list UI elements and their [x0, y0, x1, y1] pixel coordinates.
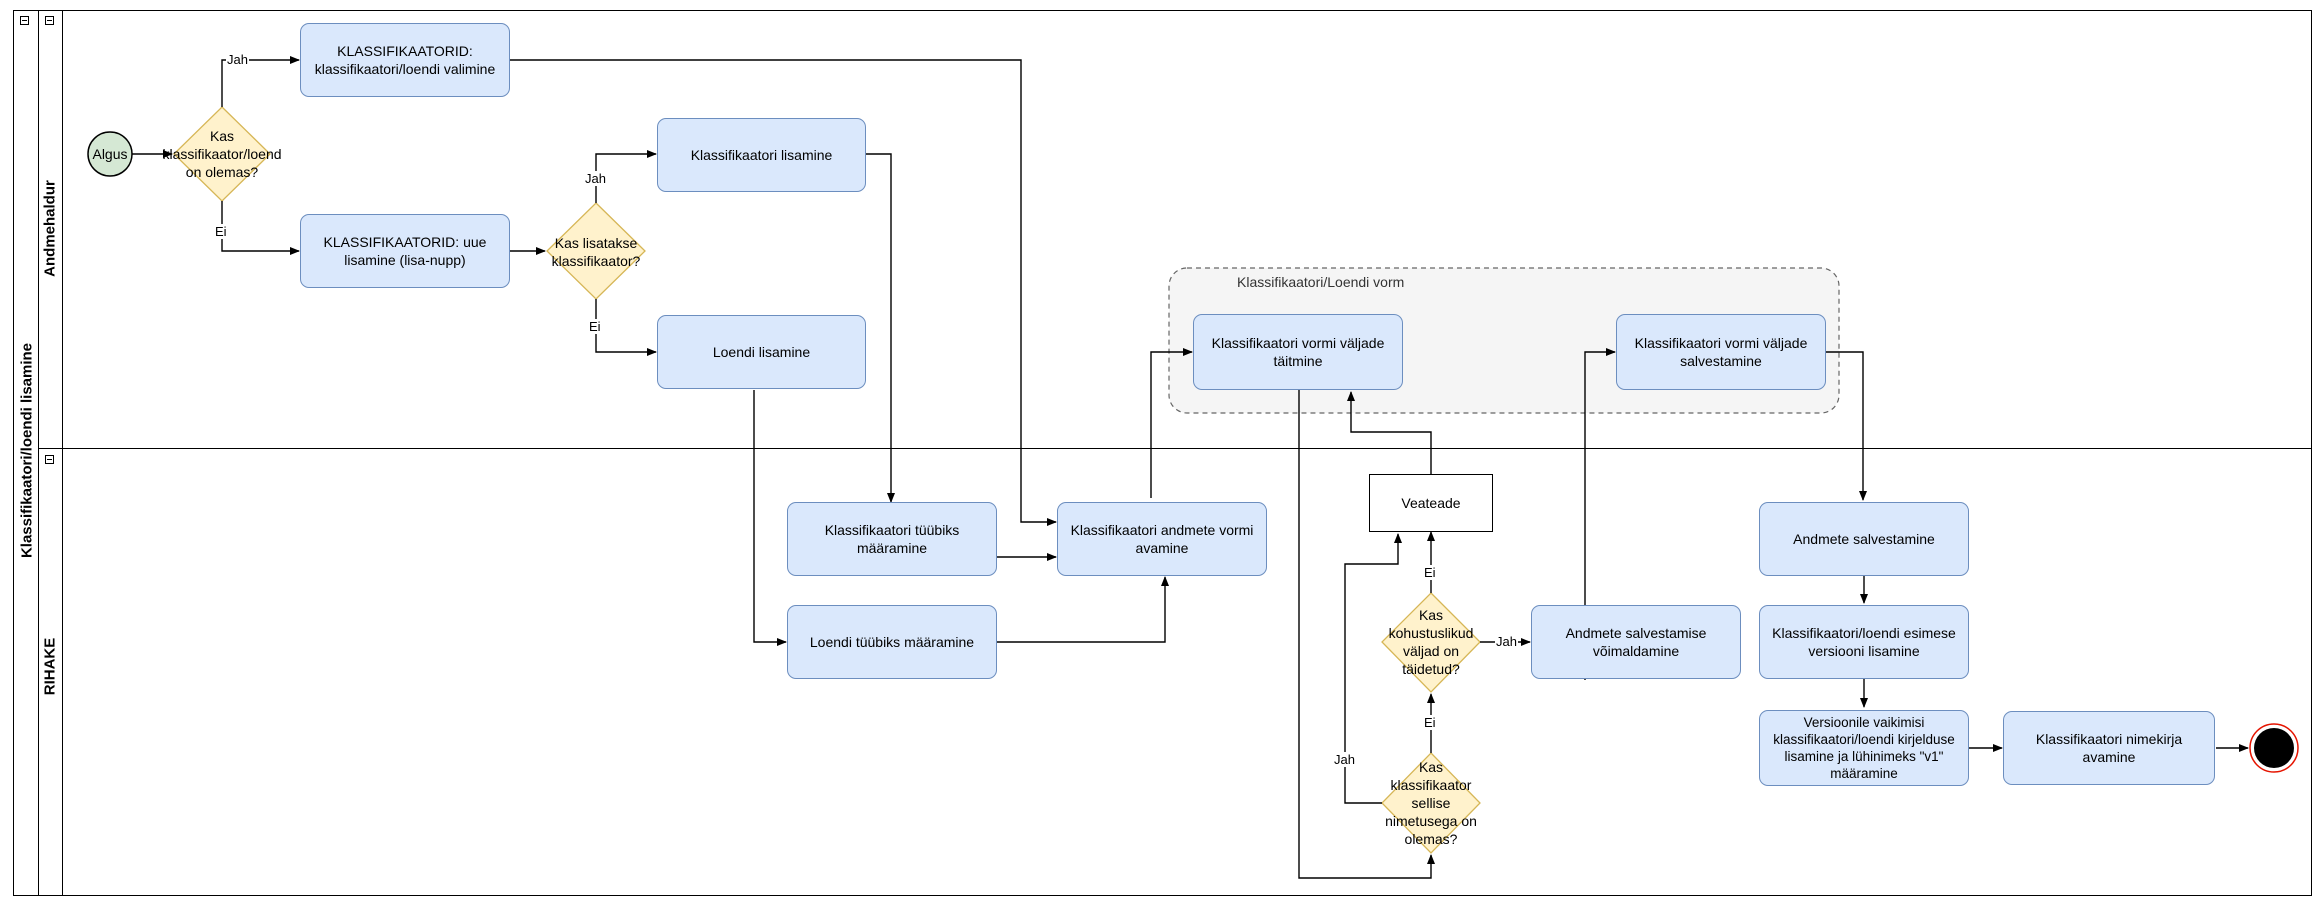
task-save-data[interactable]: Andmete salvestamine: [1759, 502, 1969, 576]
decision-name-exists: [1381, 752, 1481, 854]
lane-title-top: Andmehaldur: [41, 180, 59, 277]
lane-divider: [38, 448, 2312, 449]
task-error[interactable]: Veateade: [1369, 474, 1493, 532]
end-event-fill: [2254, 728, 2294, 768]
task-open-list[interactable]: Klassifikaatori nimekirja avamine: [2003, 711, 2215, 785]
task-select[interactable]: KLASSIFIKAATORID: klassifikaatori/loendi…: [300, 23, 510, 97]
task-new[interactable]: KLASSIFIKAATORID: uue lisamine (lisa-nup…: [300, 214, 510, 288]
task-type-list[interactable]: Loendi tüübiks määramine: [787, 605, 997, 679]
task-add-classifier[interactable]: Klassifikaatori lisamine: [657, 118, 866, 192]
task-fill-form[interactable]: Klassifikaatori vormi väljade täitmine: [1193, 314, 1403, 390]
edge-label-yes-3: Jah: [1495, 634, 1518, 649]
task-default-version[interactable]: Versioonile vaikimisi klassifikaatori/lo…: [1759, 710, 1969, 786]
task-first-version[interactable]: Klassifikaatori/loendi esimese versiooni…: [1759, 605, 1969, 679]
edge-label-yes-4: Jah: [1333, 752, 1356, 767]
edge-label-no-2: Ei: [588, 319, 602, 334]
edge-label-no-4: Ei: [1423, 715, 1437, 730]
edge-label-yes-2: Jah: [584, 171, 607, 186]
pool-border: [13, 10, 2312, 896]
start-label: Algus: [92, 146, 128, 162]
pool-title: Klassifikaatori/loendi lisamine: [18, 342, 36, 559]
task-type-classifier[interactable]: Klassifikaatori tüübiks määramine: [787, 502, 997, 576]
lane-top-collapse-icon[interactable]: [45, 16, 54, 25]
edge-label-no-1: Ei: [214, 224, 228, 239]
lane-header-divider: [62, 10, 63, 896]
lane-title-bottom: RIHAKE: [41, 637, 59, 696]
edge-label-no-3: Ei: [1423, 565, 1437, 580]
form-group-label: Klassifikaatori/Loendi vorm: [1237, 274, 1405, 290]
task-add-list[interactable]: Loendi lisamine: [657, 315, 866, 389]
decision-name-exists-label: Kas klassifikaator sellise nimetusega on…: [1385, 759, 1477, 847]
decision-exists-label: Kas klassifikaator/loend on olemas?: [162, 128, 282, 180]
pool-collapse-icon[interactable]: [20, 16, 29, 25]
task-open-form[interactable]: Klassifikaatori andmete vormi avamine: [1057, 502, 1267, 576]
edge-label-yes-1: Jah: [226, 52, 249, 67]
pool-header-divider: [38, 10, 39, 896]
task-save-form[interactable]: Klassifikaatori vormi väljade salvestami…: [1616, 314, 1826, 390]
decision-required: [1381, 592, 1481, 693]
decision-required-label: Kas kohustuslikud väljad on täidetud?: [1388, 607, 1474, 677]
lane-bottom-collapse-icon[interactable]: [45, 455, 54, 464]
task-enable-save[interactable]: Andmete salvestamise võimaldamine: [1531, 605, 1741, 679]
decision-add-classifier-label: Kas lisatakse klassifikaator?: [551, 235, 641, 269]
